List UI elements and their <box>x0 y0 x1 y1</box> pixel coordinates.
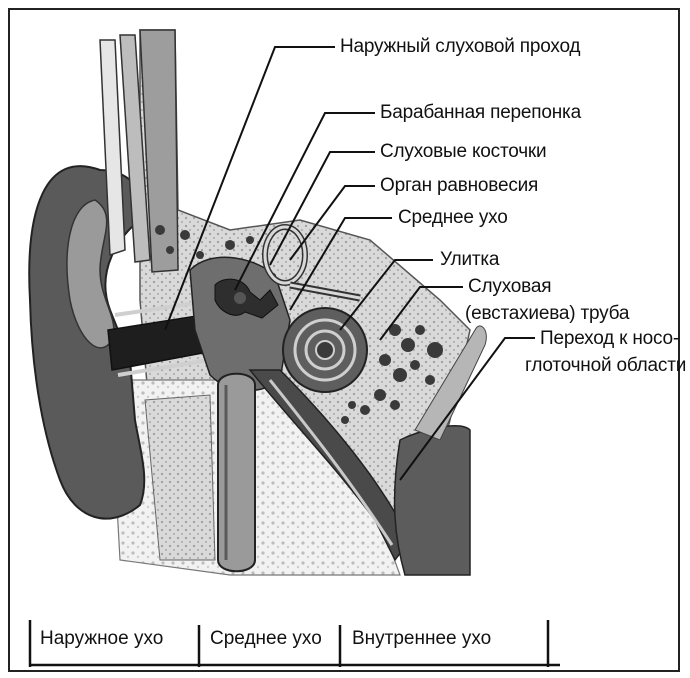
section-inner-ear: Внутреннее ухо <box>352 628 491 650</box>
label-tube-line1: Слуховая <box>468 276 551 298</box>
section-middle-ear: Среднее ухо <box>210 628 322 650</box>
label-nasopharynx-line2: глоточной области <box>525 355 686 377</box>
label-tube-line2: (евстахиева) труба <box>465 303 629 325</box>
label-eardrum: Барабанная перепонка <box>380 102 581 124</box>
label-balance-organ: Орган равновесия <box>380 175 538 197</box>
vessel <box>218 374 255 572</box>
label-ossicles: Слуховые косточки <box>380 141 546 163</box>
label-nasopharynx-line1: Переход к носо- <box>540 328 679 350</box>
nasopharynx <box>395 426 470 575</box>
label-cochlea: Улитка <box>440 249 499 271</box>
section-outer-ear: Наружное ухо <box>40 628 163 650</box>
label-middle-ear: Среднее ухо <box>398 207 508 229</box>
label-outer-ear-canal: Наружный слуховой проход <box>340 36 580 58</box>
